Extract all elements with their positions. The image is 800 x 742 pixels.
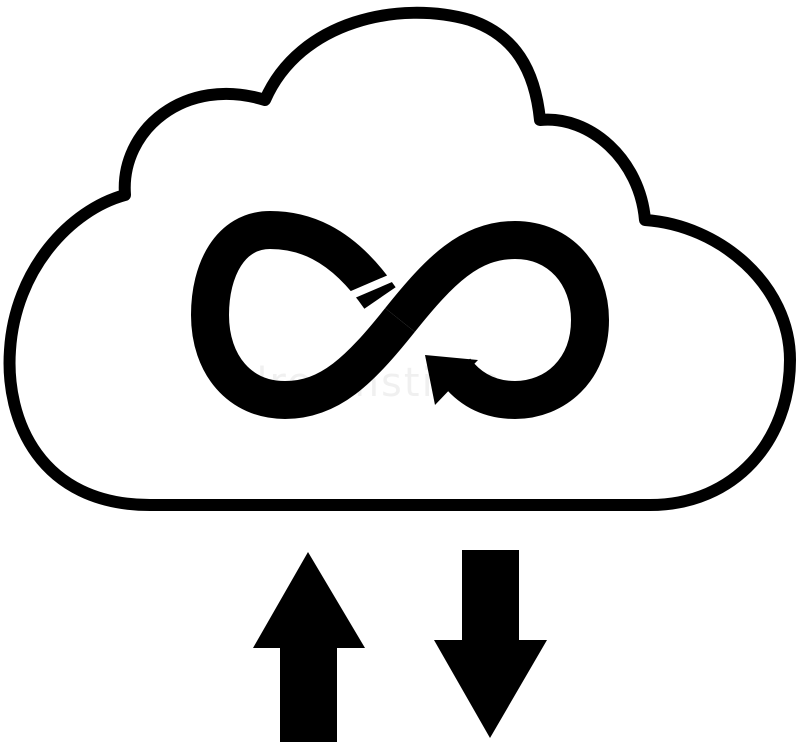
- loop-arrowhead-icon: [425, 355, 478, 405]
- arrow-down-icon: [434, 550, 547, 738]
- loop-gap: [338, 266, 412, 304]
- arrow-up-icon: [253, 552, 365, 742]
- infinity-loop-icon: [190, 210, 610, 420]
- cloud-icon: [3, 6, 796, 511]
